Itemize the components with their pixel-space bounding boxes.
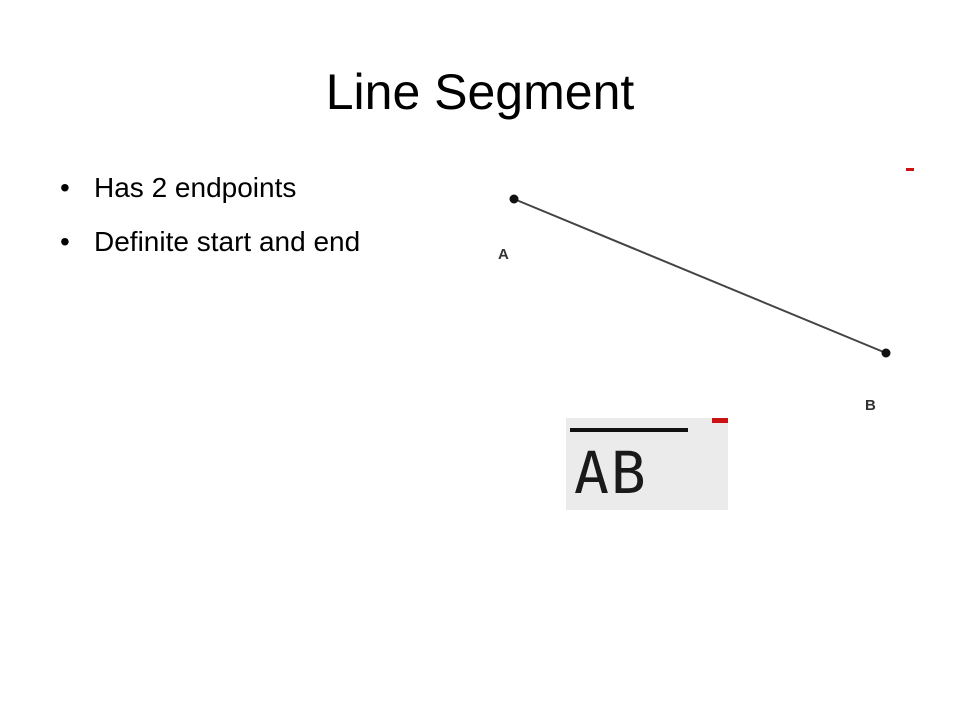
bullet-dot-icon: • (60, 172, 70, 203)
segment-line (513, 198, 887, 354)
overline-bar (570, 428, 688, 432)
bullet-dot-icon: • (60, 226, 70, 257)
bullet-item: • Definite start and end (60, 226, 360, 258)
bullet-text: Has 2 endpoints (94, 172, 297, 203)
endpoint-b (881, 348, 891, 358)
red-mark (906, 168, 914, 171)
notation-text: AB (574, 439, 648, 507)
bullet-text: Definite start and end (94, 226, 361, 257)
bullet-list: • Has 2 endpoints • Definite start and e… (60, 172, 360, 280)
bullet-item: • Has 2 endpoints (60, 172, 360, 204)
label-b: B (865, 397, 876, 414)
red-mark (712, 418, 728, 423)
line-segment-diagram: A B (498, 168, 914, 414)
endpoint-a (509, 194, 519, 204)
slide-title: Line Segment (325, 64, 635, 120)
segment-notation: AB (566, 418, 728, 510)
label-a: A (498, 246, 509, 263)
